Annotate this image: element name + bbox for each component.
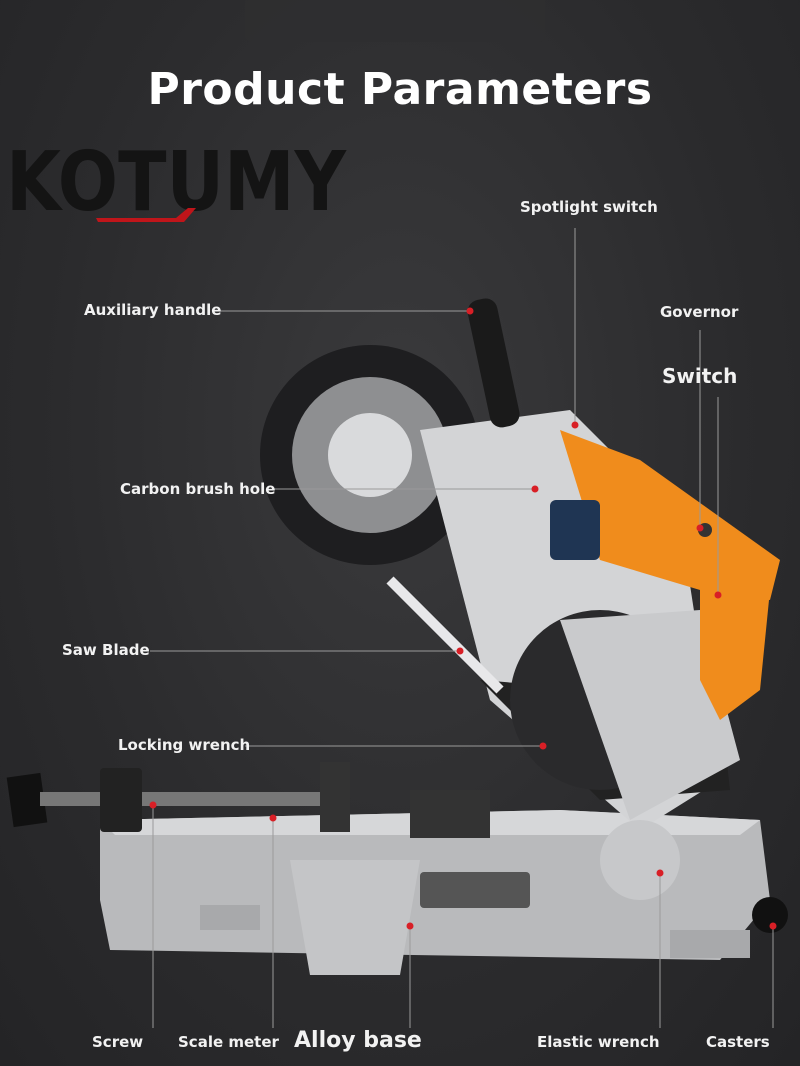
label-casters: Casters bbox=[706, 1033, 770, 1051]
label-saw-blade: Saw Blade bbox=[62, 641, 150, 659]
label-elastic-wrench: Elastic wrench bbox=[537, 1033, 660, 1051]
page-title: Product Parameters bbox=[147, 64, 653, 115]
label-screw: Screw bbox=[92, 1033, 144, 1051]
label-alloy-base: Alloy base bbox=[294, 1028, 422, 1053]
label-auxiliary-handle: Auxiliary handle bbox=[84, 301, 222, 319]
top-decor bbox=[245, 0, 545, 42]
label-spotlight-switch: Spotlight switch bbox=[520, 198, 658, 216]
label-governor: Governor bbox=[660, 303, 739, 321]
label-scale-meter: Scale meter bbox=[178, 1033, 279, 1051]
brand-logo: KOTUMY bbox=[6, 138, 347, 226]
label-switch: Switch bbox=[662, 364, 738, 388]
label-locking-wrench: Locking wrench bbox=[118, 736, 251, 754]
label-carbon-brush-hole: Carbon brush hole bbox=[120, 480, 276, 498]
svg-text:KOTUMY: KOTUMY bbox=[6, 138, 347, 226]
